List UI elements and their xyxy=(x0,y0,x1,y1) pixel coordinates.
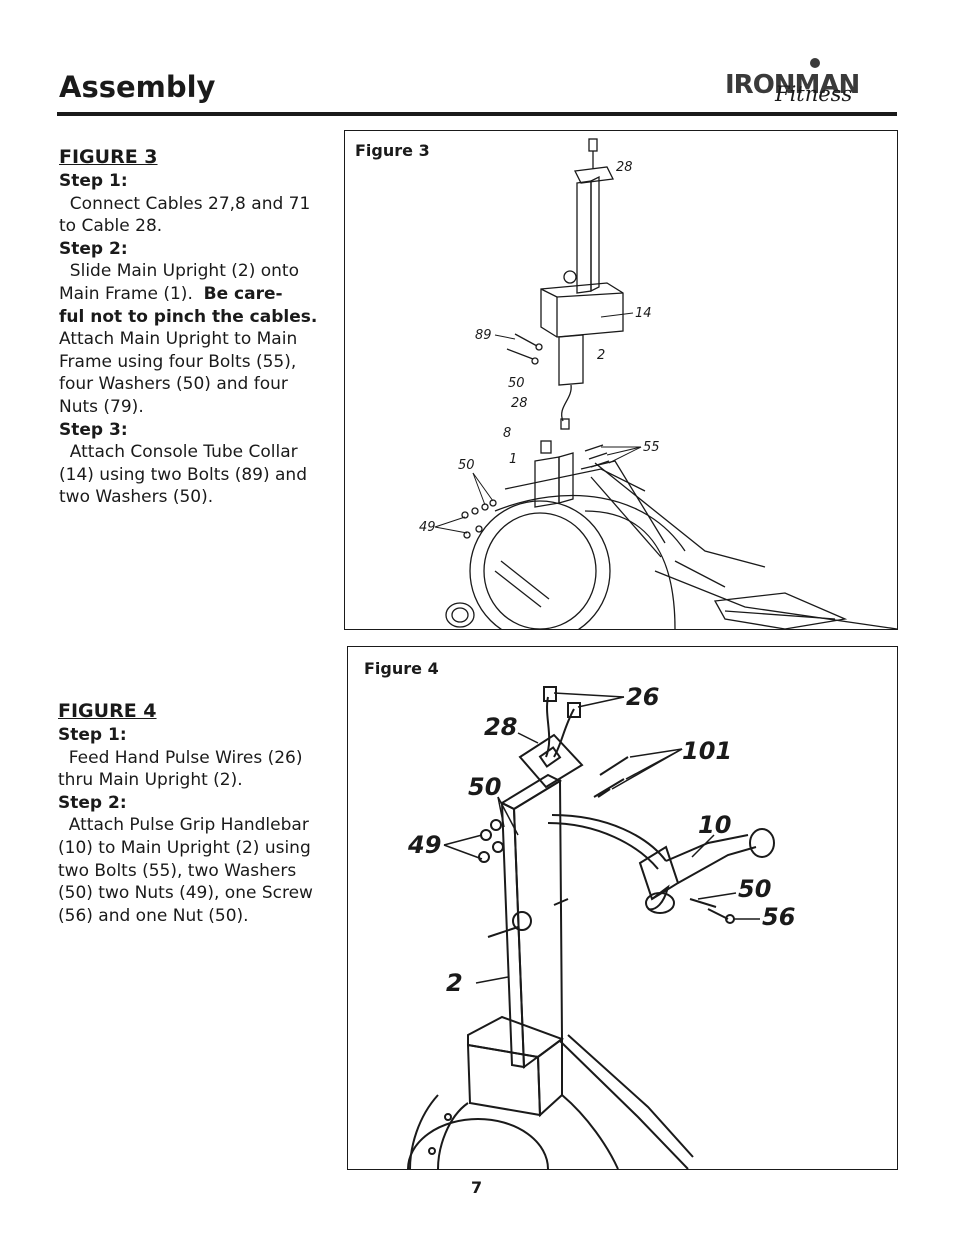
step-line: (10) to Main Upright (2) using xyxy=(58,837,311,858)
callout-89: 89 xyxy=(475,328,492,343)
figure3-step1-label: Step 1: xyxy=(59,171,128,191)
page-title: Assembly xyxy=(59,70,216,104)
figure3-drawing: 28 14 89 2 50 28 8 55 1 50 49 xyxy=(419,138,897,629)
figure3-instructions: FIGURE 3 Step 1: Connect Cables 27,8 and… xyxy=(59,144,317,509)
callout-2: 2 xyxy=(446,969,463,997)
step-line: four Washers (50) and four xyxy=(59,374,288,395)
caution-text: ful not to pinch the cables. xyxy=(59,306,318,327)
figure4-instructions: FIGURE 4 Step 1: Feed Hand Pulse Wires (… xyxy=(58,698,313,927)
callout-14: 14 xyxy=(635,306,652,321)
callout-28: 28 xyxy=(484,713,517,741)
figure3-heading: FIGURE 3 xyxy=(59,146,158,168)
step-line: Slide Main Upright (2) onto xyxy=(59,261,299,282)
callout-1: 1 xyxy=(509,452,517,467)
step-line: Attach Main Upright to Main xyxy=(59,329,298,350)
callout-28-cable: 28 xyxy=(511,396,528,411)
callout-50-lower: 50 xyxy=(458,458,475,473)
step-line: Connect Cables 27,8 and 71 xyxy=(59,193,311,214)
page-number: 7 xyxy=(471,1178,483,1197)
callout-101: 101 xyxy=(682,737,732,765)
step-line: (50) two Nuts (49), one Screw xyxy=(58,883,313,904)
callout-2: 2 xyxy=(597,348,605,363)
caution-text: Be care- xyxy=(203,283,283,304)
callout-8: 8 xyxy=(503,426,511,441)
callout-50-upper: 50 xyxy=(508,376,525,391)
figure4-drawing: 26 28 101 50 49 10 50 56 2 xyxy=(407,683,795,1169)
callout-10: 10 xyxy=(698,811,731,839)
header-rule xyxy=(57,112,897,116)
callout-56: 56 xyxy=(762,903,795,931)
step-line: thru Main Upright (2). xyxy=(58,770,243,791)
callout-50-upper: 50 xyxy=(468,773,501,801)
step-text: Main Frame (1). xyxy=(59,283,204,304)
ironman-fitness-logo: IRONMAN Fitness xyxy=(725,54,875,116)
callout-55: 55 xyxy=(643,440,660,455)
figure4-heading: FIGURE 4 xyxy=(58,700,157,722)
figure4-label: Figure 4 xyxy=(364,659,439,678)
figure3-frame: Figure 3 xyxy=(344,130,898,630)
figure4-step1-label: Step 1: xyxy=(58,725,127,745)
callout-49: 49 xyxy=(419,520,436,535)
figure4-frame: Figure 4 xyxy=(347,646,898,1170)
callout-50-lower: 50 xyxy=(738,875,771,903)
step-line: two Bolts (55), two Washers xyxy=(58,860,297,881)
step-line: Feed Hand Pulse Wires (26) xyxy=(58,747,303,768)
callout-49: 49 xyxy=(407,831,441,859)
step-line: Attach Pulse Grip Handlebar xyxy=(58,815,309,836)
callout-28-top: 28 xyxy=(616,160,633,175)
step-line: Frame using four Bolts (55), xyxy=(59,351,297,372)
figure3-label: Figure 3 xyxy=(355,141,430,160)
logo-dot-icon xyxy=(810,58,820,68)
logo-sub: Fitness xyxy=(775,82,853,106)
step-line: Nuts (79). xyxy=(59,396,144,417)
step-line: Attach Console Tube Collar xyxy=(59,442,298,463)
callout-26: 26 xyxy=(626,683,659,711)
figure3-step3-label: Step 3: xyxy=(59,419,128,440)
step-line: Main Frame (1). Be care- xyxy=(59,283,317,306)
step-line: (56) and one Nut (50). xyxy=(58,905,249,926)
figure3-step2-label: Step 2: xyxy=(59,238,128,259)
logo-word: IRONMAN xyxy=(725,70,860,100)
figure4-step2-label: Step 2: xyxy=(58,792,127,813)
step-line: two Washers (50). xyxy=(59,487,214,508)
step-line: to Cable 28. xyxy=(59,216,163,237)
step-line: (14) using two Bolts (89) and xyxy=(59,464,307,485)
